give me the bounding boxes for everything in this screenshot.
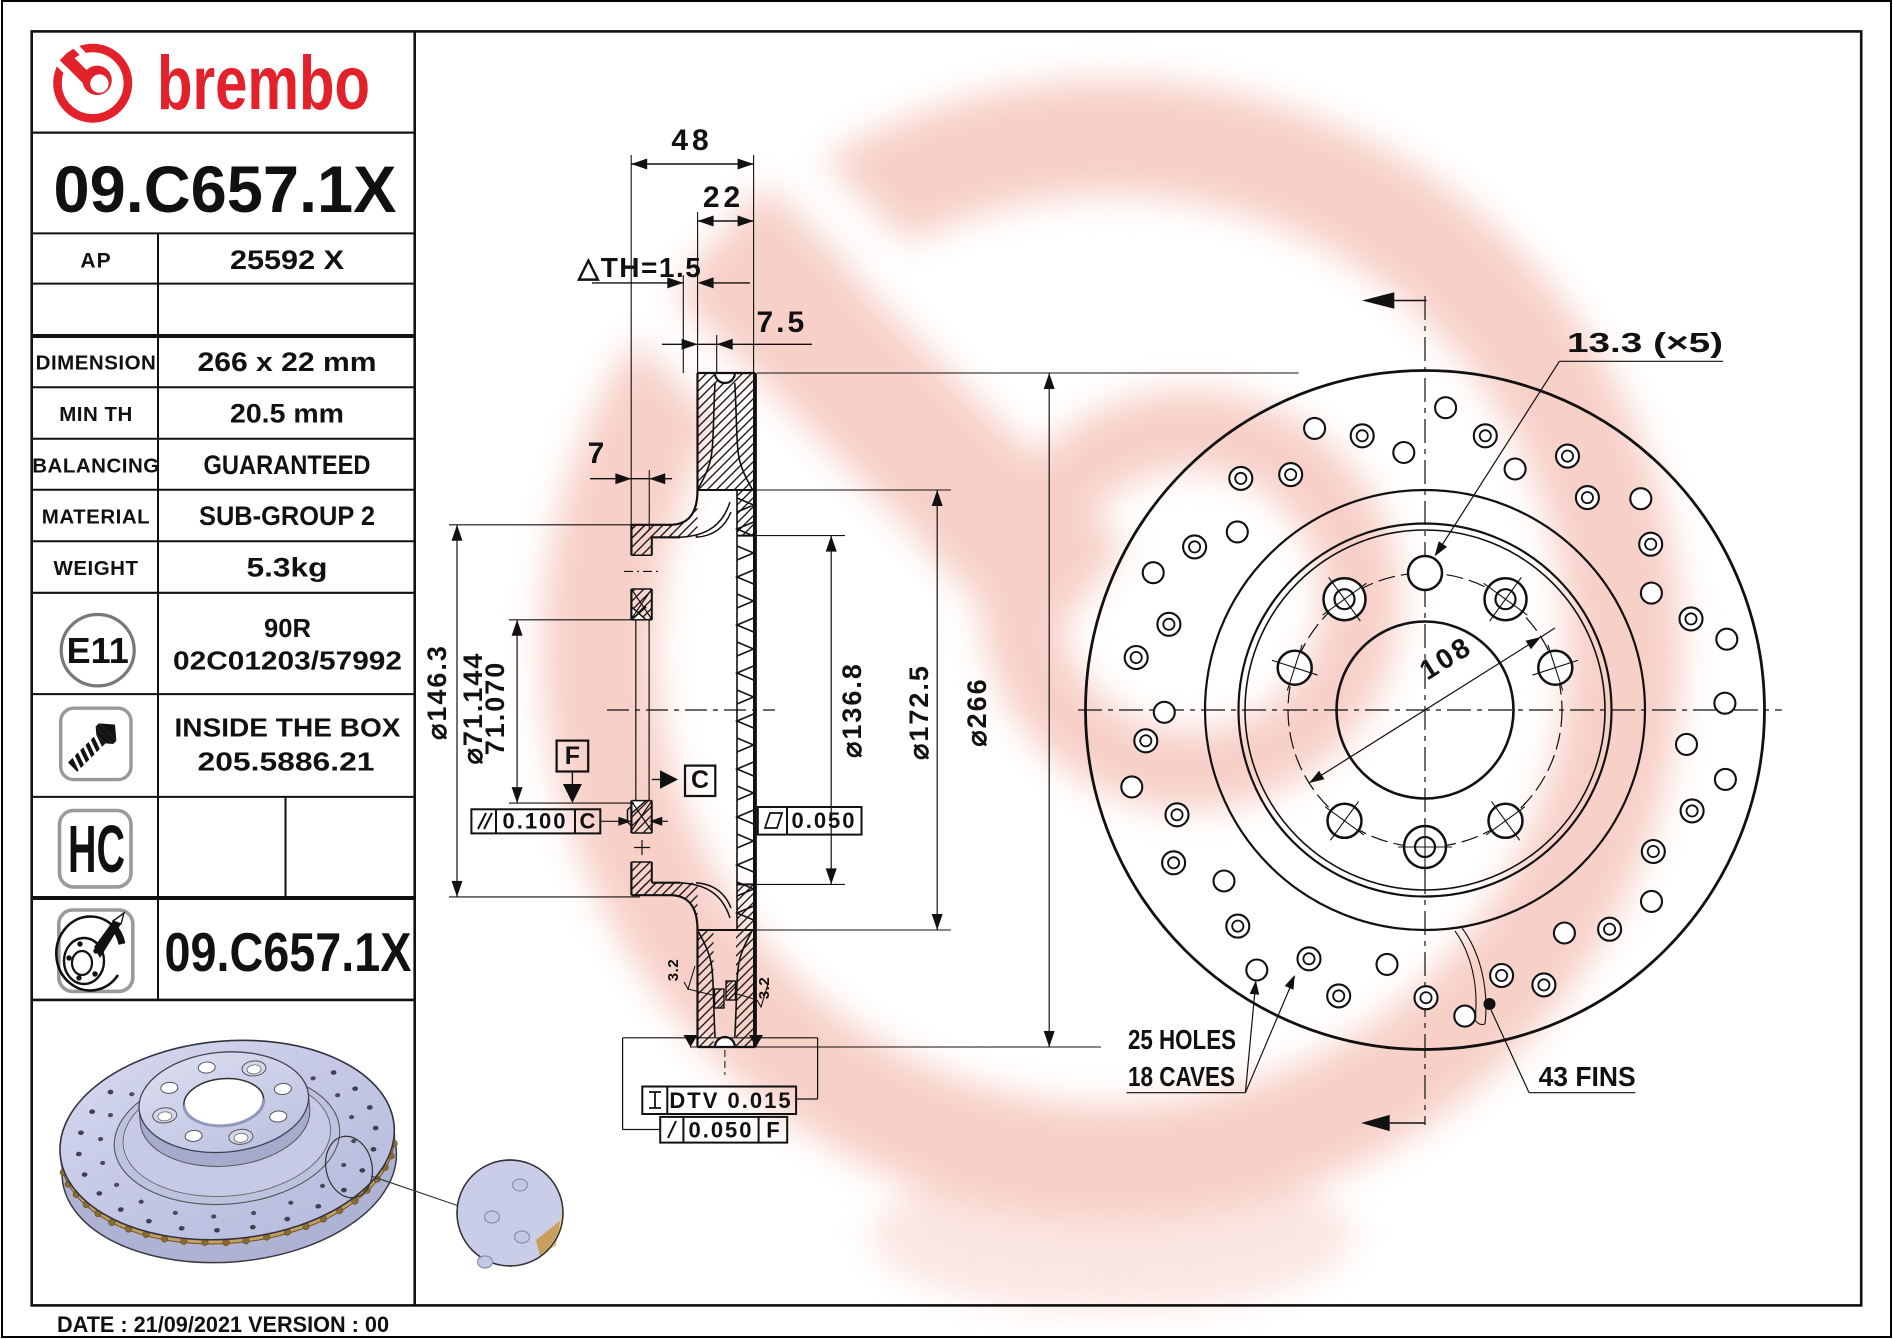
svg-text:108: 108 xyxy=(1414,630,1478,686)
svg-text:0.100: 0.100 xyxy=(502,809,567,834)
svg-text:△TH=1.5: △TH=1.5 xyxy=(577,252,703,283)
svg-text:AP: AP xyxy=(80,250,111,273)
svg-text:INSIDE THE BOX: INSIDE THE BOX xyxy=(175,713,402,743)
svg-text:3.2: 3.2 xyxy=(665,959,682,981)
svg-text:⌀172.5: ⌀172.5 xyxy=(904,664,934,760)
svg-text:266 x 22 mm: 266 x 22 mm xyxy=(198,347,377,377)
svg-text:⌀71.144: ⌀71.144 xyxy=(458,652,488,765)
svg-text:BALANCING: BALANCING xyxy=(32,454,160,477)
svg-text:18 CAVES: 18 CAVES xyxy=(1128,1061,1235,1092)
svg-text:3.2: 3.2 xyxy=(756,977,773,999)
svg-text:22: 22 xyxy=(703,181,744,214)
svg-text:MIN TH: MIN TH xyxy=(59,403,133,426)
svg-text:⌀146.3: ⌀146.3 xyxy=(422,644,452,740)
svg-text:7.5: 7.5 xyxy=(756,306,807,339)
svg-text:E11: E11 xyxy=(67,630,129,671)
svg-text:MATERIAL: MATERIAL xyxy=(42,506,150,529)
svg-text:90R: 90R xyxy=(264,613,311,643)
svg-text:20.5 mm: 20.5 mm xyxy=(230,399,344,429)
svg-text:0.050: 0.050 xyxy=(688,1118,753,1143)
svg-text:02C01203/57992: 02C01203/57992 xyxy=(173,646,402,676)
svg-text:HC: HC xyxy=(68,812,125,887)
svg-text:brembo: brembo xyxy=(157,41,370,126)
svg-text:DTV 0.015: DTV 0.015 xyxy=(669,1088,792,1113)
svg-text:13.3 (×5): 13.3 (×5) xyxy=(1567,327,1723,358)
svg-text:DATE : 21/09/2021 VERSION : 00: DATE : 21/09/2021 VERSION : 00 xyxy=(57,1312,389,1337)
svg-text:43 FINS: 43 FINS xyxy=(1539,1061,1636,1092)
svg-text:48: 48 xyxy=(671,124,712,157)
svg-text:0.050: 0.050 xyxy=(791,808,856,833)
svg-text:205.5886.21: 205.5886.21 xyxy=(198,747,375,777)
svg-text:⌀136.8: ⌀136.8 xyxy=(837,662,867,758)
svg-text:25 HOLES: 25 HOLES xyxy=(1128,1024,1236,1055)
svg-text:C: C xyxy=(580,809,596,834)
svg-text:GUARANTEED: GUARANTEED xyxy=(204,450,371,480)
svg-text:F: F xyxy=(766,1118,779,1143)
svg-text:25592 X: 25592 X xyxy=(230,245,344,275)
svg-text:SUB-GROUP 2: SUB-GROUP 2 xyxy=(199,501,375,531)
svg-text:09.C657.1X: 09.C657.1X xyxy=(165,921,412,983)
svg-text:DIMENSION: DIMENSION xyxy=(36,352,157,375)
svg-text:7: 7 xyxy=(588,437,607,470)
svg-text:09.C657.1X: 09.C657.1X xyxy=(54,152,397,226)
svg-text:⌀266: ⌀266 xyxy=(962,677,992,746)
svg-text:WEIGHT: WEIGHT xyxy=(54,557,139,580)
svg-text:71.070: 71.070 xyxy=(480,661,510,756)
svg-text:5.3kg: 5.3kg xyxy=(247,553,328,583)
svg-text:F: F xyxy=(565,742,580,770)
svg-text:C: C xyxy=(691,766,709,794)
